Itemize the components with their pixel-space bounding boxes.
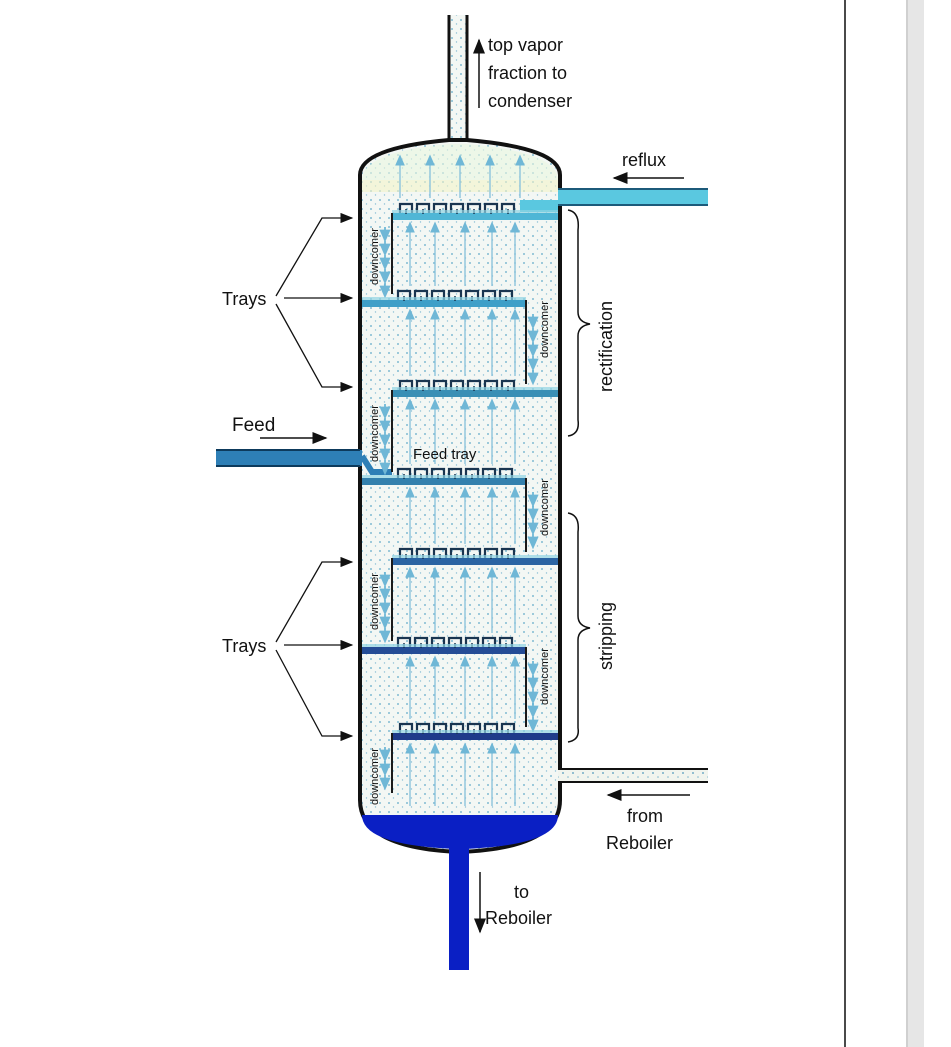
bubble-cap xyxy=(415,722,431,733)
tray-liquid xyxy=(362,297,526,300)
bubble-cap xyxy=(464,636,480,647)
bubble-cap xyxy=(432,202,448,213)
bubble-cap xyxy=(500,547,516,558)
bubble-cap xyxy=(464,289,480,300)
top-vapor-label-3: condenser xyxy=(488,91,572,111)
bubble-cap xyxy=(464,467,480,478)
bubble-cap xyxy=(500,379,516,390)
tray-plate xyxy=(392,213,558,220)
bubble-cap xyxy=(481,467,497,478)
bubble-cap xyxy=(396,289,412,300)
bubble-cap xyxy=(500,722,516,733)
downcomer-labels: downcomer downcomer downcomer downcomer down… xyxy=(369,228,551,805)
bubble-cap xyxy=(498,636,514,647)
reflux-pipe xyxy=(520,188,708,212)
tray-plate xyxy=(362,300,526,307)
reflux-label: reflux xyxy=(622,150,666,170)
column-shell xyxy=(358,138,562,855)
bubble-cap xyxy=(413,636,429,647)
bubble-cap xyxy=(398,547,414,558)
downcomer-label: downcomer xyxy=(369,405,381,462)
to-reboiler-label-2: Reboiler xyxy=(485,908,552,928)
bubble-cap xyxy=(449,202,465,213)
bubble-cap xyxy=(449,722,465,733)
bubble-cap xyxy=(498,467,514,478)
from-reboiler-label-2: Reboiler xyxy=(606,833,673,853)
downcomer-label: downcomer xyxy=(369,573,381,630)
bubble-cap xyxy=(447,289,463,300)
bubble-cap xyxy=(500,202,516,213)
content-border xyxy=(844,0,846,1047)
downcomer-label: downcomer xyxy=(369,228,381,285)
annotation-arrows xyxy=(260,38,690,934)
bubble-cap xyxy=(483,379,499,390)
bubble-cap xyxy=(483,547,499,558)
to-reboiler-label-1: to xyxy=(514,882,529,902)
bubble-cap xyxy=(430,467,446,478)
downcomer-label: downcomer xyxy=(539,301,551,358)
top-vapor-pipe xyxy=(447,15,469,145)
scrollbar[interactable] xyxy=(906,0,924,1047)
bubble-cap xyxy=(396,467,412,478)
bubble-cap xyxy=(449,379,465,390)
downcomer-label: downcomer xyxy=(539,479,551,536)
bubble-cap xyxy=(398,722,414,733)
bubble-cap xyxy=(398,379,414,390)
text-labels: top vapor fraction to condenser reflux F… xyxy=(222,35,673,928)
trays-label-lower: Trays xyxy=(222,636,266,656)
bubble-cap xyxy=(432,547,448,558)
tray-liquid xyxy=(392,387,558,390)
tray-liquid xyxy=(362,644,526,647)
bubble-cap xyxy=(430,636,446,647)
bubble-cap xyxy=(413,467,429,478)
bubble-cap xyxy=(466,202,482,213)
trays-label-upper: Trays xyxy=(222,289,266,309)
bubble-cap xyxy=(481,636,497,647)
bubble-cap xyxy=(447,467,463,478)
feed-tray-label: Feed tray xyxy=(413,446,477,463)
tray-liquid xyxy=(392,555,558,558)
bubble-cap xyxy=(396,636,412,647)
downcomer-label: downcomer xyxy=(369,748,381,805)
bubble-cap xyxy=(413,289,429,300)
bubble-cap xyxy=(415,379,431,390)
bubble-cap xyxy=(415,547,431,558)
tray-plate xyxy=(392,390,558,397)
reboiler-return-pipe xyxy=(558,768,708,783)
from-reboiler-label-1: from xyxy=(627,806,663,826)
bubble-cap xyxy=(481,289,497,300)
feed-pipe xyxy=(216,449,392,475)
bubble-cap xyxy=(432,722,448,733)
bubble-cap xyxy=(483,202,499,213)
bubble-cap xyxy=(466,547,482,558)
bubble-cap xyxy=(466,379,482,390)
tray-plate xyxy=(392,558,558,565)
bubble-cap xyxy=(398,202,414,213)
tray-liquid xyxy=(392,210,558,213)
bottoms-outlet-pipe xyxy=(449,848,469,970)
bubble-cap xyxy=(498,289,514,300)
bubble-cap xyxy=(447,636,463,647)
bubble-cap xyxy=(415,202,431,213)
rectification-label: rectification xyxy=(596,301,616,392)
bubble-cap xyxy=(466,722,482,733)
feed-label: Feed xyxy=(232,415,275,436)
top-vapor-label-2: fraction to xyxy=(488,63,567,83)
stripping-label: stripping xyxy=(596,602,616,670)
tray-liquid xyxy=(362,475,526,478)
tray-plate xyxy=(362,647,526,654)
trays xyxy=(362,154,558,806)
tray-liquid xyxy=(392,730,558,733)
top-vapor-label-1: top vapor xyxy=(488,35,563,55)
bubble-cap xyxy=(483,722,499,733)
downcomer-label: downcomer xyxy=(539,648,551,705)
bubble-cap xyxy=(430,289,446,300)
scrollbar-edge xyxy=(906,0,908,1047)
bubble-cap xyxy=(432,379,448,390)
tray-plate xyxy=(362,478,526,485)
tray-plate xyxy=(392,733,558,740)
bubble-cap xyxy=(449,547,465,558)
